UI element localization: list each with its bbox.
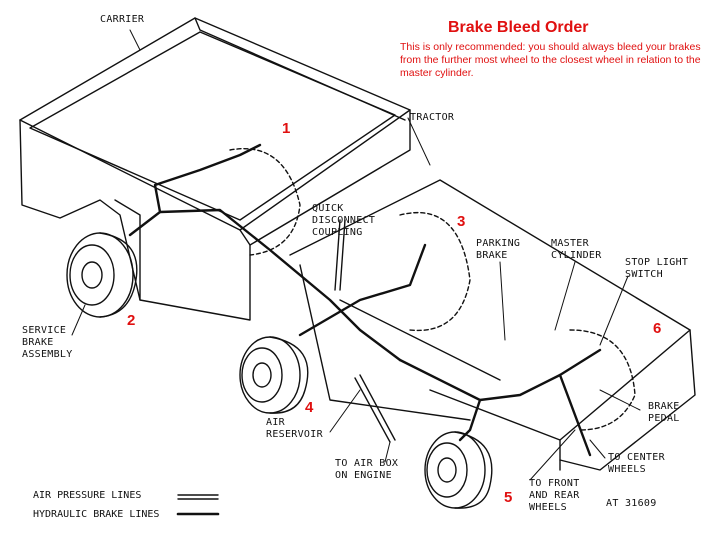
- bleed-number-3: 3: [457, 213, 466, 230]
- bleed-number-2: 2: [127, 312, 136, 329]
- label-carrier: CARRIER: [100, 14, 145, 25]
- bleed-number-4: 4: [305, 399, 314, 416]
- label-stop-light-switch: STOP LIGHT SWITCH: [625, 257, 689, 280]
- label-to-center-wheels: TO CENTER WHEELS: [608, 452, 665, 475]
- bleed-number-1: 1: [282, 120, 291, 137]
- label-brake-pedal: BRAKE PEDAL: [648, 401, 680, 424]
- tractor-frame: [289, 179, 696, 471]
- legend-hydraulic: HYDRAULIC BRAKE LINES: [33, 509, 160, 520]
- label-service-brake: SERVICE BRAKE ASSEMBLY: [22, 325, 73, 360]
- label-to-air-box: TO AIR BOX ON ENGINE: [335, 458, 399, 481]
- bleed-number-5: 5: [504, 489, 513, 506]
- figure-code: AT 31609: [606, 498, 657, 509]
- leader-lines: [71, 29, 641, 481]
- hydraulic-lines: [128, 143, 602, 457]
- wheel-5: [424, 431, 493, 509]
- label-master-cylinder: MASTER CYLINDER: [551, 238, 602, 261]
- bleed-note: This is only recommended: you should alw…: [400, 41, 701, 79]
- wheel-2: [66, 232, 138, 318]
- label-air-reservoir: AIR RESERVOIR: [266, 417, 323, 440]
- wheel-4: [239, 336, 309, 414]
- carrier-body: [19, 17, 411, 321]
- legend-air: AIR PRESSURE LINES: [33, 490, 142, 501]
- label-tractor: TRACTOR: [410, 112, 455, 123]
- bleed-number-6: 6: [653, 320, 662, 337]
- air-lines: [334, 219, 396, 443]
- legend-samples: [176, 494, 220, 516]
- label-to-front-rear: TO FRONT AND REAR WHEELS: [529, 478, 580, 513]
- label-quick-disconnect: QUICK DISCONNECT COUPLING: [312, 203, 376, 238]
- wheel-wells: [229, 148, 636, 431]
- label-parking-brake: PARKING BRAKE: [476, 238, 521, 261]
- page-title: Brake Bleed Order: [448, 19, 589, 36]
